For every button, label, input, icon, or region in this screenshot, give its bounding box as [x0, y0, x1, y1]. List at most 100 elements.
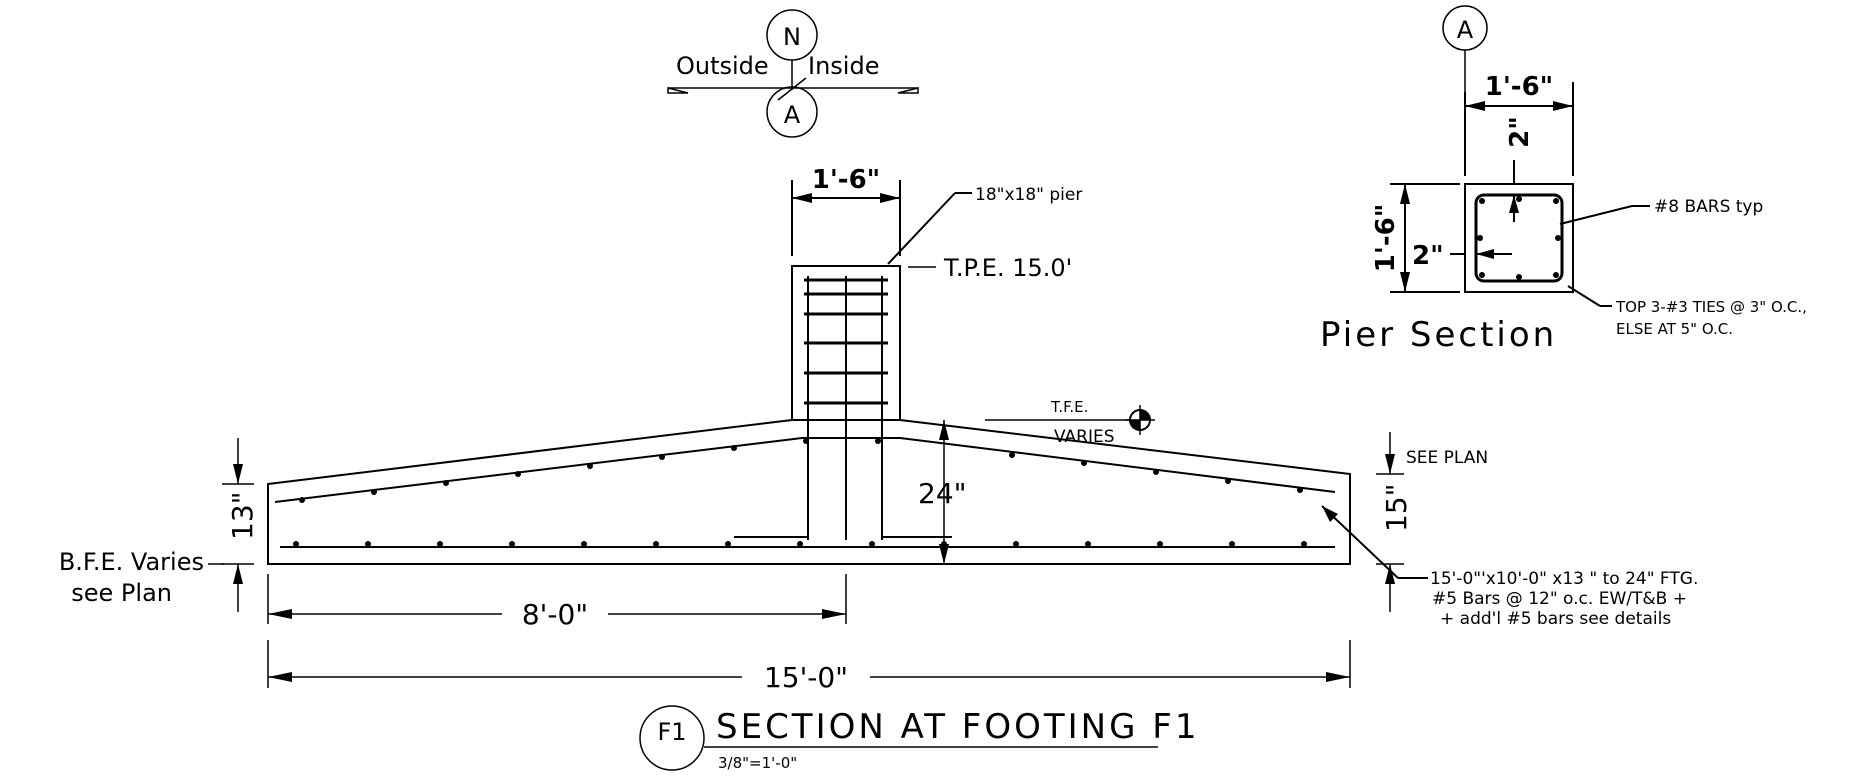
ps-ties-line1: TOP 3-#3 TIES @ 3" O.C., — [1615, 298, 1807, 316]
rebar-dot — [653, 541, 659, 547]
footing-note-line2: #5 Bars @ 12" o.c. EW/T&B + — [1432, 589, 1687, 609]
tpe-label: T.P.E. 15.0' — [943, 254, 1072, 282]
rebar-dot — [1229, 541, 1235, 547]
ps-height-arrow-bottom — [1400, 272, 1410, 292]
total-width-dim: 15'-0" — [764, 661, 848, 694]
pier-dim-arrow-right — [880, 193, 900, 203]
ps-tie — [1474, 193, 1564, 283]
ps-width-dim: 1'-6" — [1485, 72, 1553, 102]
pier-section-detail: A 1'-6" 1'-6" 2" — [1320, 5, 1807, 355]
ps-bar — [1477, 235, 1483, 241]
footing-section: T.F.E. VARIES 24" 13" B.F.E. Varies see … — [59, 398, 1699, 694]
footing-note-line1: 15'-0"'x10'-0" x13 " to 24" FTG. — [1430, 569, 1698, 589]
bfe-label-line2: see Plan — [71, 579, 172, 607]
drawing-title-block: F1 SECTION AT FOOTING F1 3/8"=1'-0" — [639, 705, 1199, 772]
rebar-dot — [1013, 541, 1019, 547]
section-arrow-left — [667, 87, 689, 94]
rebar-dot — [1009, 452, 1015, 458]
rebar-dot — [1085, 541, 1091, 547]
inside-label: Inside — [808, 52, 879, 80]
half-width-arrow-right — [822, 609, 846, 619]
left-depth-dim: 13" — [226, 491, 259, 540]
rebar-dot — [293, 541, 299, 547]
title-marker-circle — [639, 705, 705, 771]
rebar-dot — [797, 541, 803, 547]
ps-bar — [1479, 198, 1485, 204]
ps-cover-top-arrowhead — [1509, 195, 1519, 213]
left-depth-arrow-bottom — [233, 564, 243, 584]
rebar-dot — [1157, 541, 1163, 547]
rebar-dot — [1297, 487, 1303, 493]
tfe-label: T.F.E. — [1050, 398, 1088, 416]
rebar-dot — [725, 541, 731, 547]
ps-bar — [1516, 274, 1522, 280]
section-marker-circle — [766, 86, 818, 138]
ps-bar — [1553, 198, 1559, 204]
ps-bar — [1479, 272, 1485, 278]
ps-ties-leader — [1567, 285, 1601, 307]
rebar-dot — [509, 541, 515, 547]
depth-center-dim: 24" — [918, 477, 967, 510]
pier-callout-label: 18"x18" pier — [975, 185, 1082, 205]
rebar-dot — [1301, 541, 1307, 547]
rebar-dot — [437, 541, 443, 547]
pier-dim-arrow-left — [792, 193, 812, 203]
bfe-label-line1: B.F.E. Varies — [59, 548, 204, 576]
ps-cover-side-dim: 2" — [1412, 241, 1444, 271]
rebar-dot — [371, 489, 377, 495]
rebar-dot — [515, 471, 521, 477]
drawing-scale: 3/8"=1'-0" — [718, 754, 797, 772]
total-width-arrow-right — [1326, 672, 1350, 682]
rebar-dot — [803, 438, 809, 444]
rebar-dot — [659, 454, 665, 460]
see-plan-label: SEE PLAN — [1406, 448, 1488, 468]
ps-cover-top-dim: 2" — [1505, 116, 1535, 148]
right-depth-dim: 15" — [1380, 483, 1413, 532]
ps-outline — [1464, 183, 1574, 293]
top-bar-dots — [299, 438, 1303, 503]
footing-note-leader — [1321, 505, 1399, 579]
pier-elevation: 1'-6" 18"x18" pier T.P.E. 15.0' — [734, 165, 1082, 540]
north-compass: N Outside Inside A — [667, 9, 919, 138]
ps-cover-side-arrowhead — [1476, 249, 1494, 259]
depth-center-arrow-top — [939, 420, 949, 440]
total-width-arrow-left — [268, 672, 292, 682]
rebar-dot — [299, 497, 305, 503]
title-marker-label: F1 — [657, 718, 686, 746]
rebar-dot — [731, 445, 737, 451]
rebar-dot — [869, 541, 875, 547]
pier-section-title: Pier Section — [1320, 315, 1557, 355]
rebar-dot — [581, 541, 587, 547]
ps-width-arrow-left — [1465, 101, 1485, 111]
rebar-dot — [1153, 469, 1159, 475]
outside-label: Outside — [676, 52, 769, 80]
varies-label: VARIES — [1054, 427, 1115, 447]
pier-section-marker-label: A — [1457, 16, 1474, 44]
ps-ties-line2: ELSE AT 5" O.C. — [1616, 320, 1733, 338]
section-arrow-right — [897, 87, 919, 94]
left-depth-arrow-top — [233, 464, 243, 484]
pier-callout-leader — [887, 192, 956, 265]
rebar-dot — [587, 463, 593, 469]
footing-note-arrow — [1322, 506, 1338, 522]
rebar-dot — [1081, 460, 1087, 466]
rebar-dot — [1225, 478, 1231, 484]
ps-height-arrow-top — [1400, 184, 1410, 204]
right-depth-arrow-top — [1385, 454, 1395, 474]
ps-bars-leader — [1559, 205, 1633, 225]
right-depth-arrow-bottom — [1385, 564, 1395, 584]
bottom-bar-dots — [293, 541, 1307, 547]
footing-outline — [267, 419, 1351, 565]
rebar-dot — [443, 480, 449, 486]
elevation-target-icon — [1125, 405, 1155, 435]
drawing-title: SECTION AT FOOTING F1 — [716, 707, 1199, 747]
footing-note-line3: + add'l #5 bars see details — [1440, 609, 1671, 629]
ps-bar — [1553, 272, 1559, 278]
ps-bars-note: #8 BARS typ — [1654, 197, 1763, 217]
ps-bar — [1555, 235, 1561, 241]
half-width-arrow-left — [268, 609, 292, 619]
pier-width-dim: 1'-6" — [812, 165, 880, 195]
rebar-dot — [365, 541, 371, 547]
rebar-dot — [875, 438, 881, 444]
